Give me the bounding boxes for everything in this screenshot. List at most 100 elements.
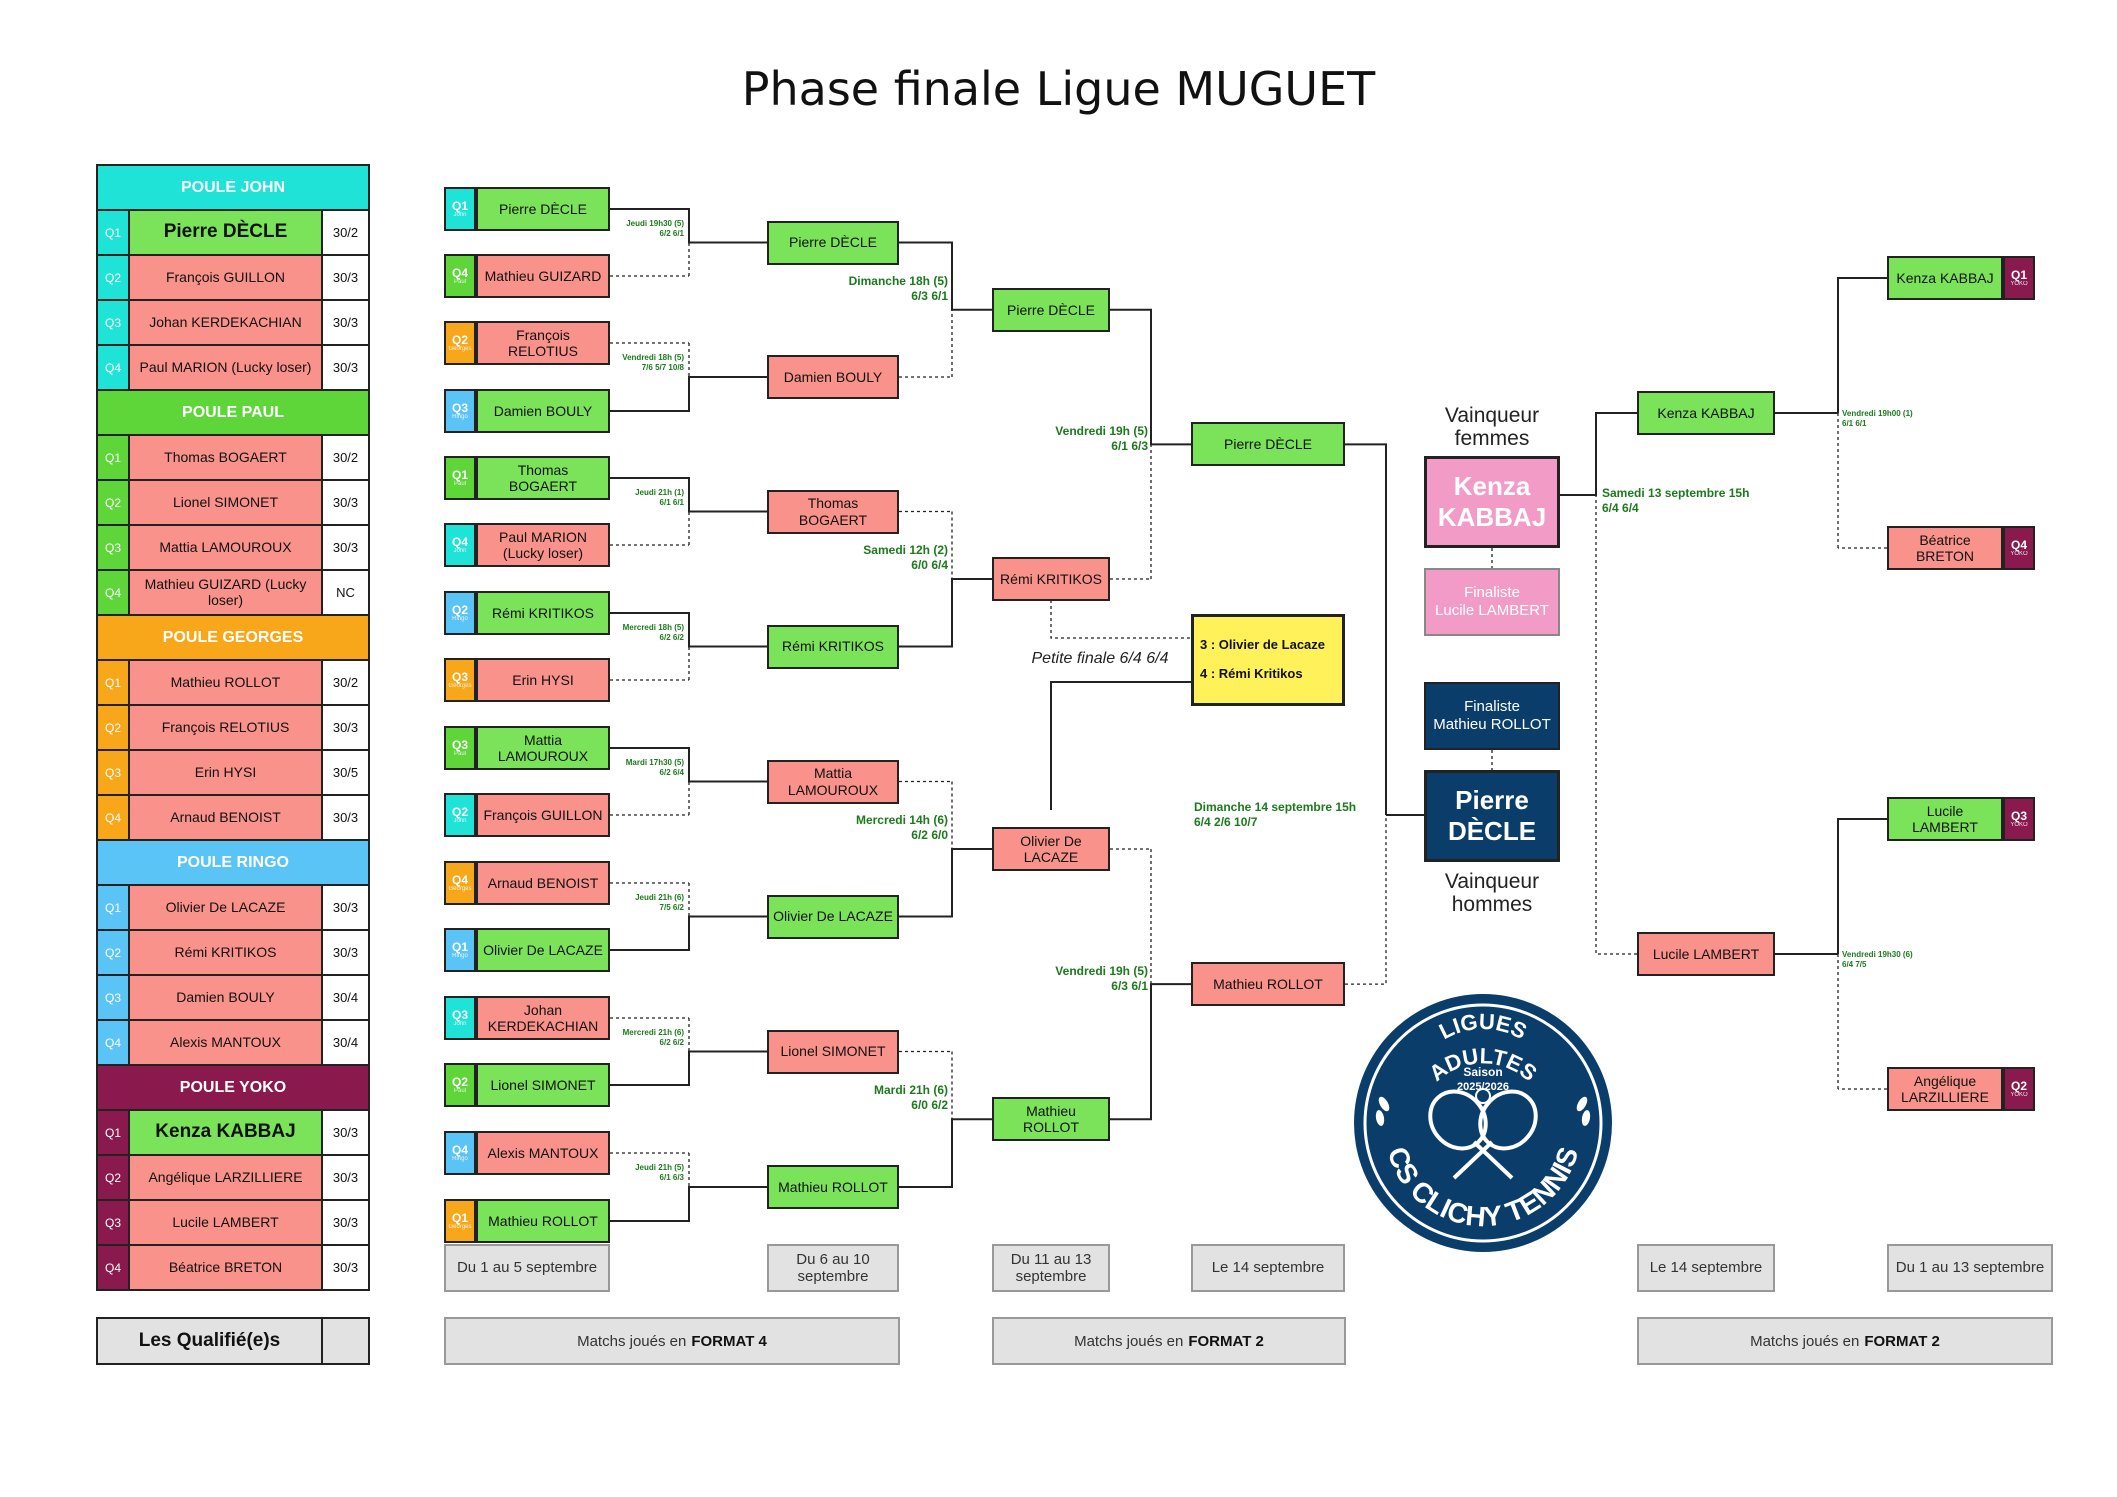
men-winner-name: Pierre DÈCLE bbox=[1424, 770, 1560, 862]
r16-meta-2: Jeudi 21h (1) 6/1 6/1 bbox=[635, 487, 684, 507]
r16-seed-10-label: Q4 bbox=[451, 873, 468, 887]
pool-player-name: Mathieu GUIZARD (Lucky loser) bbox=[130, 571, 323, 614]
r16-seed-3-pool: Ringo bbox=[452, 414, 468, 420]
pool-seed: Q3 bbox=[98, 1201, 130, 1244]
qualified-swatch bbox=[323, 1319, 368, 1363]
format-prefix: Matchs joués en bbox=[577, 1332, 687, 1350]
r16-player-9: François GUILLON bbox=[476, 793, 610, 837]
logo-season: Saison bbox=[1463, 1065, 1502, 1079]
pool-player-rank: 30/3 bbox=[323, 796, 368, 839]
r16-player-14: Alexis MANTOUX bbox=[476, 1131, 610, 1175]
r16-seed-15-label: Q1 bbox=[451, 1211, 468, 1225]
third-place-line1: 3 : Olivier de Lacaze bbox=[1200, 637, 1326, 653]
r16-seed-12-pool: John bbox=[453, 1021, 467, 1027]
third-place-label: Petite finale 6/4 6/4 bbox=[1031, 650, 1169, 667]
sf-player-2: Olivier De LACAZE bbox=[992, 827, 1110, 871]
r16-seed-9-pool: John bbox=[453, 818, 467, 824]
pool-header-ringo: POULE RINGO bbox=[98, 841, 368, 886]
women-qf-seed-2-pool: YOKO bbox=[2010, 822, 2028, 828]
sf-conn-1-b bbox=[1110, 984, 1152, 1121]
r16-player-6: Rémi KRITIKOS bbox=[476, 591, 610, 635]
r16-player-3: Damien BOULY bbox=[476, 389, 610, 433]
pool-player-name: Johan KERDEKACHIAN bbox=[130, 301, 323, 344]
round-dates-4: Le 14 septembre bbox=[1637, 1244, 1775, 1292]
pool-player-rank: 30/3 bbox=[323, 1156, 368, 1199]
format-prefix: Matchs joués en bbox=[1750, 1332, 1860, 1350]
pool-player-name: Béatrice BRETON bbox=[130, 1246, 323, 1289]
third-place-line2: 4 : Rémi Kritikos bbox=[1200, 666, 1303, 681]
pool-player-name: Rémi KRITIKOS bbox=[130, 931, 323, 974]
pool-seed: Q1 bbox=[98, 211, 130, 254]
final-meta: Dimanche 14 septembre 15h 6/4 2/6 10/7 bbox=[1194, 800, 1357, 829]
women-conn-1-a bbox=[1837, 818, 1887, 954]
page-title: Phase finale Ligue MUGUET bbox=[741, 62, 1376, 116]
r16-player-0: Pierre DÈCLE bbox=[476, 187, 610, 231]
women-final-conn-lose bbox=[1595, 495, 1637, 955]
r16-player-12: Johan KERDEKACHIAN bbox=[476, 996, 610, 1040]
pool-player-rank: 30/3 bbox=[323, 301, 368, 344]
pool-player-rank: 30/2 bbox=[323, 661, 368, 704]
qf-player-3: Rémi KRITIKOS bbox=[767, 624, 899, 669]
pool-player-rank: 30/4 bbox=[323, 976, 368, 1019]
r16-seed-14-label: Q4 bbox=[451, 1143, 468, 1157]
qf-player-4: Mattia LAMOUROUX bbox=[767, 759, 899, 804]
sf-conn-1-d bbox=[1150, 983, 1191, 1120]
pool-player-name: François GUILLON bbox=[130, 256, 323, 299]
pool-player-name: Mattia LAMOUROUX bbox=[130, 526, 323, 569]
pool-player-name: Arnaud BENOIST bbox=[130, 796, 323, 839]
round-dates-2: Du 11 au 13 septembre bbox=[992, 1244, 1110, 1292]
qf-player-6: Lionel SIMONET bbox=[767, 1029, 899, 1074]
r16-meta-0: Jeudi 19h30 (5) 6/2 6/1 bbox=[626, 218, 684, 238]
pool-player-rank: 30/3 bbox=[323, 706, 368, 749]
sf-player-3: Mathieu ROLLOT bbox=[992, 1097, 1110, 1142]
pool-player-name: Olivier De LACAZE bbox=[130, 886, 323, 929]
women-qf-seed-3-label: Q2 bbox=[2010, 1079, 2027, 1093]
r16-seed-7-label: Q3 bbox=[451, 670, 468, 684]
r16-player-10: Arnaud BENOIST bbox=[476, 861, 610, 905]
r16-meta-4: Mardi 17h30 (5) 6/2 6/4 bbox=[625, 757, 684, 777]
pool-seed: Q3 bbox=[98, 301, 130, 344]
r16-player-4: Thomas BOGAERT bbox=[476, 456, 610, 500]
qf-conn-3-d bbox=[951, 1118, 992, 1187]
pool-player-rank: 30/3 bbox=[323, 1246, 368, 1289]
qf-player-7: Mathieu ROLLOT bbox=[767, 1165, 899, 1209]
women-qf-meta-1: Vendredi 19h30 (6) 6/4 7/5 bbox=[1842, 950, 1913, 969]
pool-header-yoko: POULE YOKO bbox=[98, 1066, 368, 1111]
sf-conn-0-d bbox=[1150, 309, 1191, 446]
pool-player-name: Thomas BOGAERT bbox=[130, 436, 323, 479]
sf-meta-0: Vendredi 19h (5) 6/1 6/3 bbox=[1055, 424, 1148, 454]
r16-seed-5-label: Q4 bbox=[451, 535, 468, 549]
pool-player-rank: 30/5 bbox=[323, 751, 368, 794]
qf-conn-1-b bbox=[899, 579, 953, 648]
pool-seed: Q1 bbox=[98, 436, 130, 479]
r16-player-7: Erin HYSI bbox=[476, 658, 610, 702]
r16-seed-6-pool: Ringo bbox=[452, 616, 468, 622]
women-final-player-1: Lucile LAMBERT bbox=[1637, 932, 1775, 976]
r16-conn-5-d bbox=[688, 915, 767, 950]
pool-player-name: Lionel SIMONET bbox=[130, 481, 323, 524]
format-prefix: Matchs joués en bbox=[1074, 1332, 1184, 1350]
pool-player-name: Alexis MANTOUX bbox=[130, 1021, 323, 1064]
